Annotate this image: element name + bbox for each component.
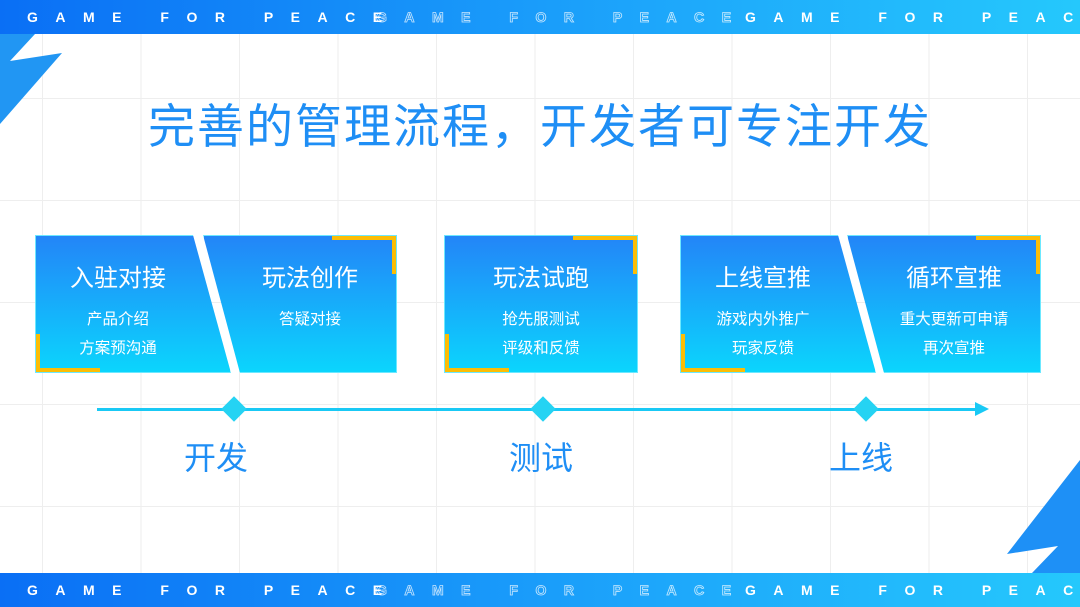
card-line: 产品介绍 (86, 310, 149, 328)
stage-label-develop: 开发 (184, 439, 249, 477)
banner-text: GAME FOR PEACE (27, 9, 400, 25)
banner-text: GAME FOR PEACE (745, 582, 1080, 598)
card-line: 答疑对接 (278, 310, 341, 328)
card-line: 玩家反馈 (731, 339, 794, 357)
card-repromotion: 循环宣推 重大更新可申请再次宣推 (847, 235, 1041, 373)
banner-text: GAME FOR PEACE (376, 9, 749, 26)
lightning-decoration (1007, 460, 1080, 573)
corner-accent (36, 334, 100, 372)
banner-text: GAME FOR PEACE (376, 582, 749, 599)
card-line: 再次宣推 (922, 339, 985, 357)
card-title: 循环宣推 (906, 264, 1002, 292)
page-title: 完善的管理流程，开发者可专注开发 (148, 100, 932, 155)
corner-accent (332, 236, 396, 274)
card-testing: 玩法试跑 抢先服测试评级和反馈 (444, 235, 638, 373)
card-line: 评级和反馈 (502, 339, 580, 357)
corner-accent (445, 334, 509, 372)
card-creation: 玩法创作 答疑对接 (203, 235, 397, 373)
banner-text: GAME FOR PEACE (745, 9, 1080, 25)
stage-label-test: 测试 (509, 439, 574, 477)
card-title: 玩法试跑 (493, 264, 589, 292)
card-onboarding: 入驻对接 产品介绍方案预沟通 (35, 235, 231, 373)
top-banner: GAME FOR PEACE GAME FOR PEACE GAME FOR P… (0, 0, 1080, 34)
corner-accent (681, 334, 745, 372)
card-line: 重大更新可申请 (899, 310, 1009, 328)
card-launch: 上线宣推 游戏内外推广玩家反馈 (680, 235, 876, 373)
lightning-decoration (0, 34, 62, 124)
card-line: 方案预沟通 (79, 339, 157, 357)
card-title: 上线宣推 (715, 264, 811, 292)
stage-label-launch: 上线 (829, 439, 894, 477)
timeline-arrow-icon (975, 402, 989, 416)
card-title: 玩法创作 (262, 264, 358, 292)
corner-accent (976, 236, 1040, 274)
banner-text: GAME FOR PEACE (27, 582, 400, 598)
bottom-banner: GAME FOR PEACE GAME FOR PEACE GAME FOR P… (0, 573, 1080, 607)
card-line: 游戏内外推广 (716, 310, 810, 328)
card-title: 入驻对接 (70, 264, 166, 292)
corner-accent (573, 236, 637, 274)
card-line: 抢先服测试 (502, 310, 580, 328)
